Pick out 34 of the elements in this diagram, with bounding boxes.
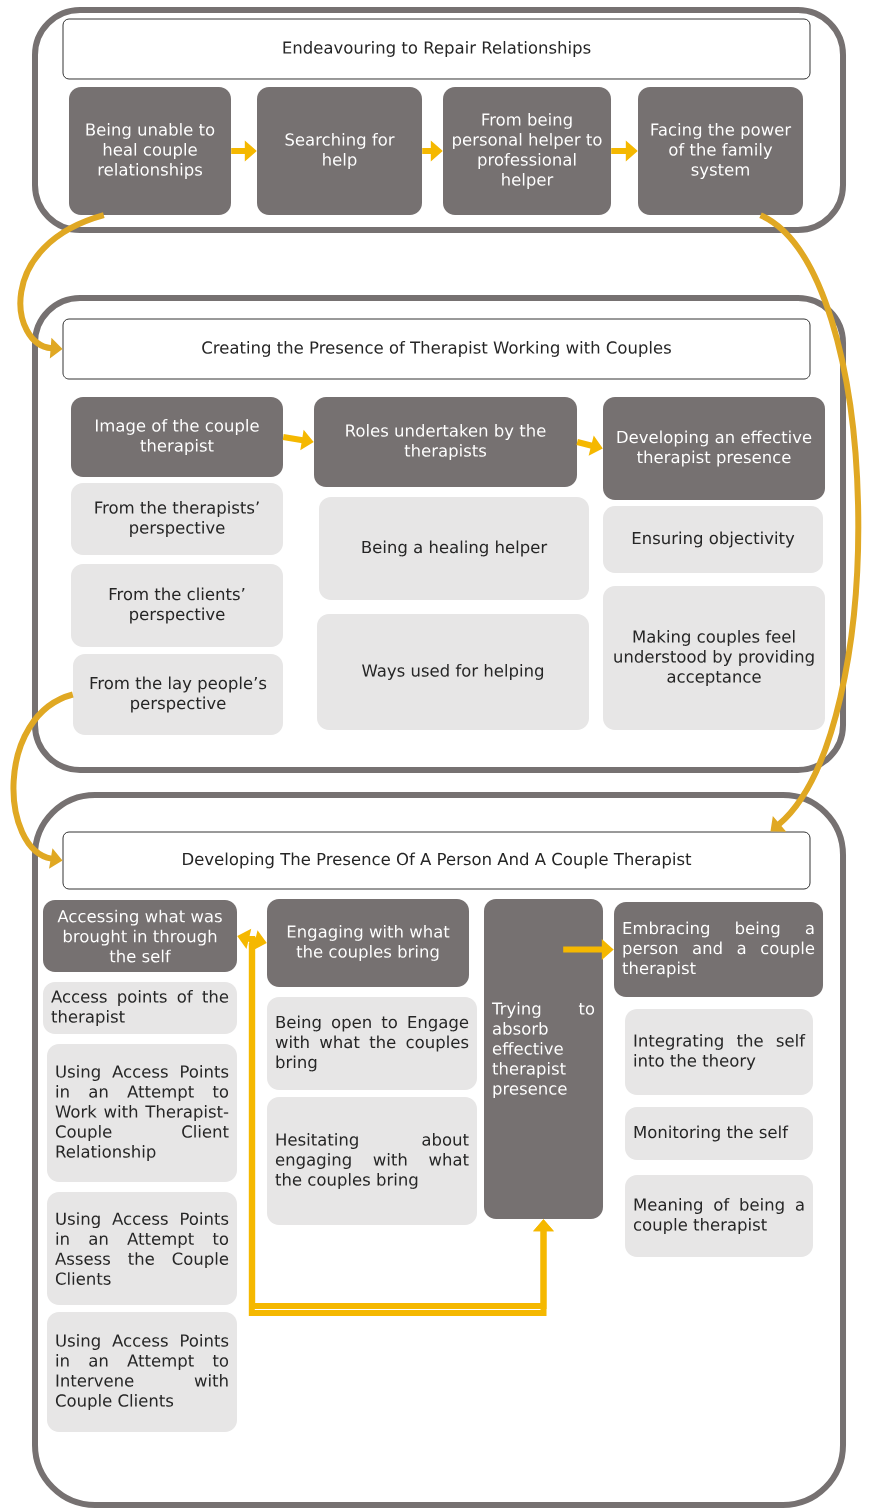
category-box: Embracing being a person and a couple therapist xyxy=(614,902,823,997)
category-box: Roles undertaken by the therapists xyxy=(314,397,577,487)
category-box: Engaging with what the couples bring xyxy=(267,899,469,987)
category-box: Image of the couple therapist xyxy=(71,397,283,477)
subcategory-box: Being open to Engage with what the couples bring xyxy=(267,997,477,1090)
category-box: From being personal helper to professional helper xyxy=(443,87,611,215)
category-box: Accessing what was brought in through the self xyxy=(43,900,237,972)
subcategory-box: Meaning of being a couple therapist xyxy=(625,1175,813,1257)
title-box: Creating the Presence of Therapist Working with Couples xyxy=(62,318,811,380)
subcategory-box: Using Access Points in an Attempt to Work with Therapist-Couple Client Relationship xyxy=(47,1044,237,1182)
curved-arrow xyxy=(758,212,862,832)
panel-frame xyxy=(32,295,846,773)
category-box: Facing the power of the family system xyxy=(638,87,803,215)
subcategory-box: From the lay people’s perspective xyxy=(73,654,283,735)
subcategory-box: From the clients’ perspective xyxy=(71,564,283,647)
category-box: Developing an effective therapist presence xyxy=(603,397,825,500)
subcategory-box: Ensuring objectivity xyxy=(603,506,823,573)
panel-frame xyxy=(32,7,846,233)
subcategory-box: Using Access Points in an Attempt to Intervene with Couple Clients xyxy=(47,1312,237,1432)
category-box: Being unable to heal couple relationships xyxy=(69,87,231,215)
subcategory-box: Making couples feel understood by providing acceptance xyxy=(603,586,825,730)
title-box: Developing The Presence Of A Person And A Couple Therapist xyxy=(62,831,811,890)
subcategory-box: Hesitating about engaging with what the couples bring xyxy=(267,1097,477,1225)
subcategory-box: Monitoring the self xyxy=(625,1107,813,1160)
category-box: Trying to absorb effective therapist presence xyxy=(484,899,603,1219)
subcategory-box: Using Access Points in an Attempt to Assess the Couple Clients xyxy=(47,1192,237,1305)
subcategory-box: From the therapists’ perspective xyxy=(71,483,283,555)
subcategory-box: Integrating the self into the theory xyxy=(625,1009,813,1095)
subcategory-box: Ways used for helping xyxy=(317,614,589,730)
title-box: Endeavouring to Repair Relationships xyxy=(62,18,811,80)
subcategory-box: Being a healing helper xyxy=(319,497,589,600)
subcategory-box: Access points of the therapist xyxy=(43,982,237,1034)
category-box: Searching for help xyxy=(257,87,422,215)
panel-frame xyxy=(32,792,846,1508)
